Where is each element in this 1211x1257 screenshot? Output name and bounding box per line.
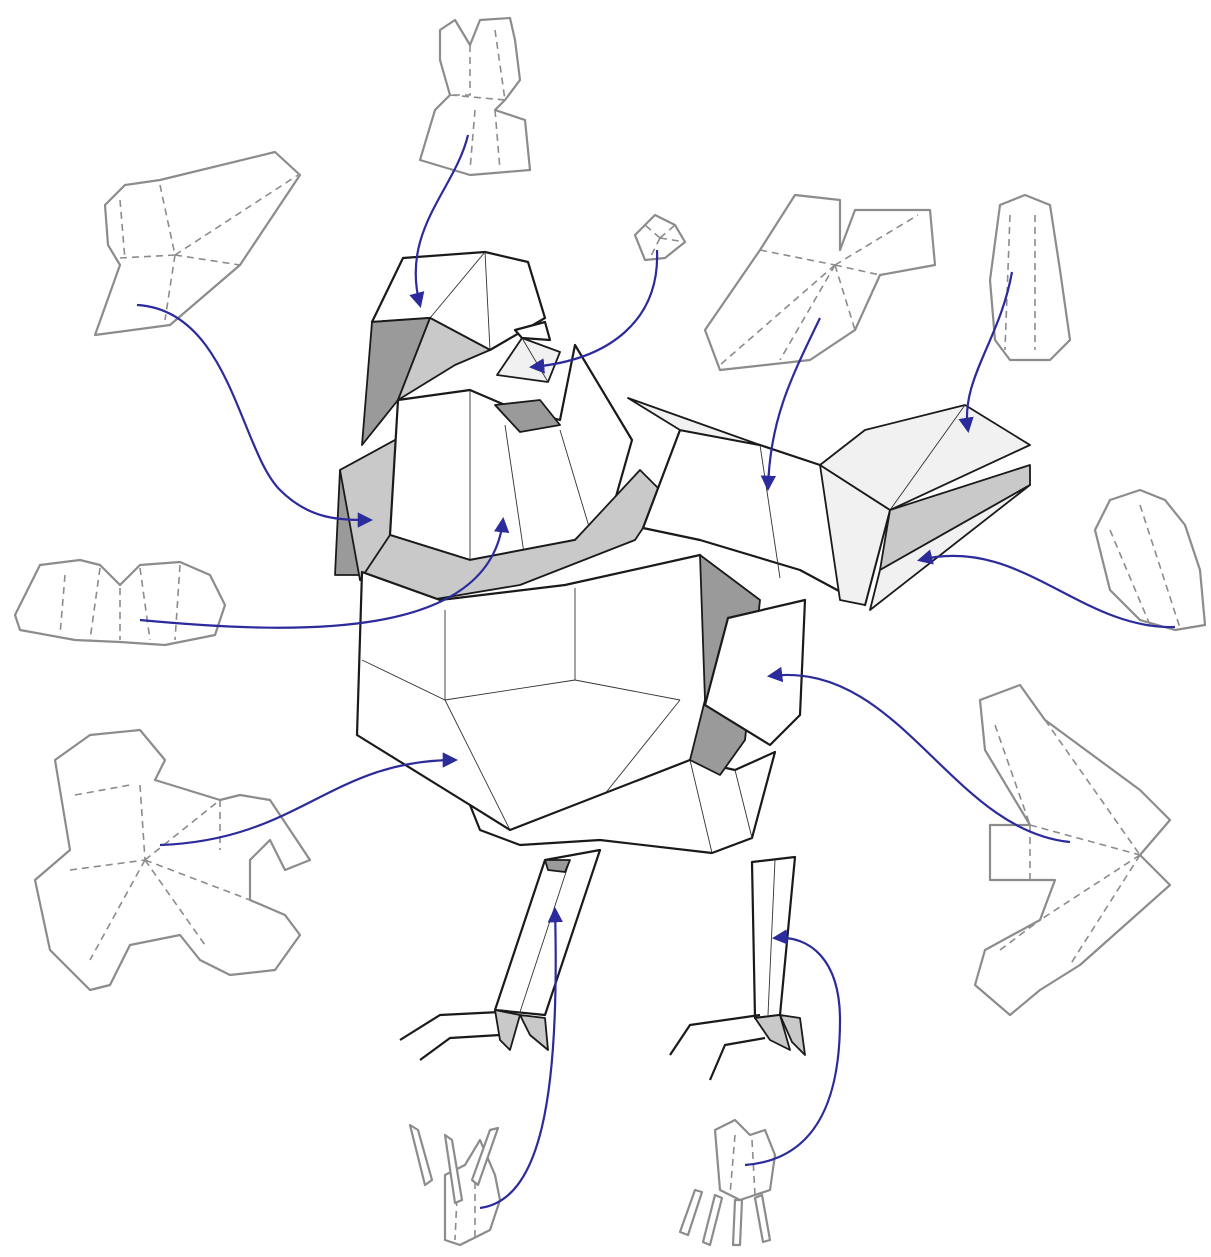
net-tail-top [990,195,1070,360]
net-beak [635,215,685,260]
bird-right-foot [670,1015,805,1080]
bird-left-foot [400,1010,548,1060]
net-side-panel [975,685,1170,1015]
net-leg-right [680,1120,775,1245]
net-leg-left [410,1125,500,1245]
net-belly [35,730,310,990]
bird-beak [497,338,560,382]
arrow-back-wing-to-left-wing [137,305,370,520]
assembled-bird [335,252,1030,1080]
net-head-top [420,18,530,175]
net-back-wing [95,152,300,335]
net-wing-right [705,195,935,370]
net-neck [15,560,225,645]
net-tail-under [1095,490,1205,630]
bird-left-leg [495,850,600,1015]
